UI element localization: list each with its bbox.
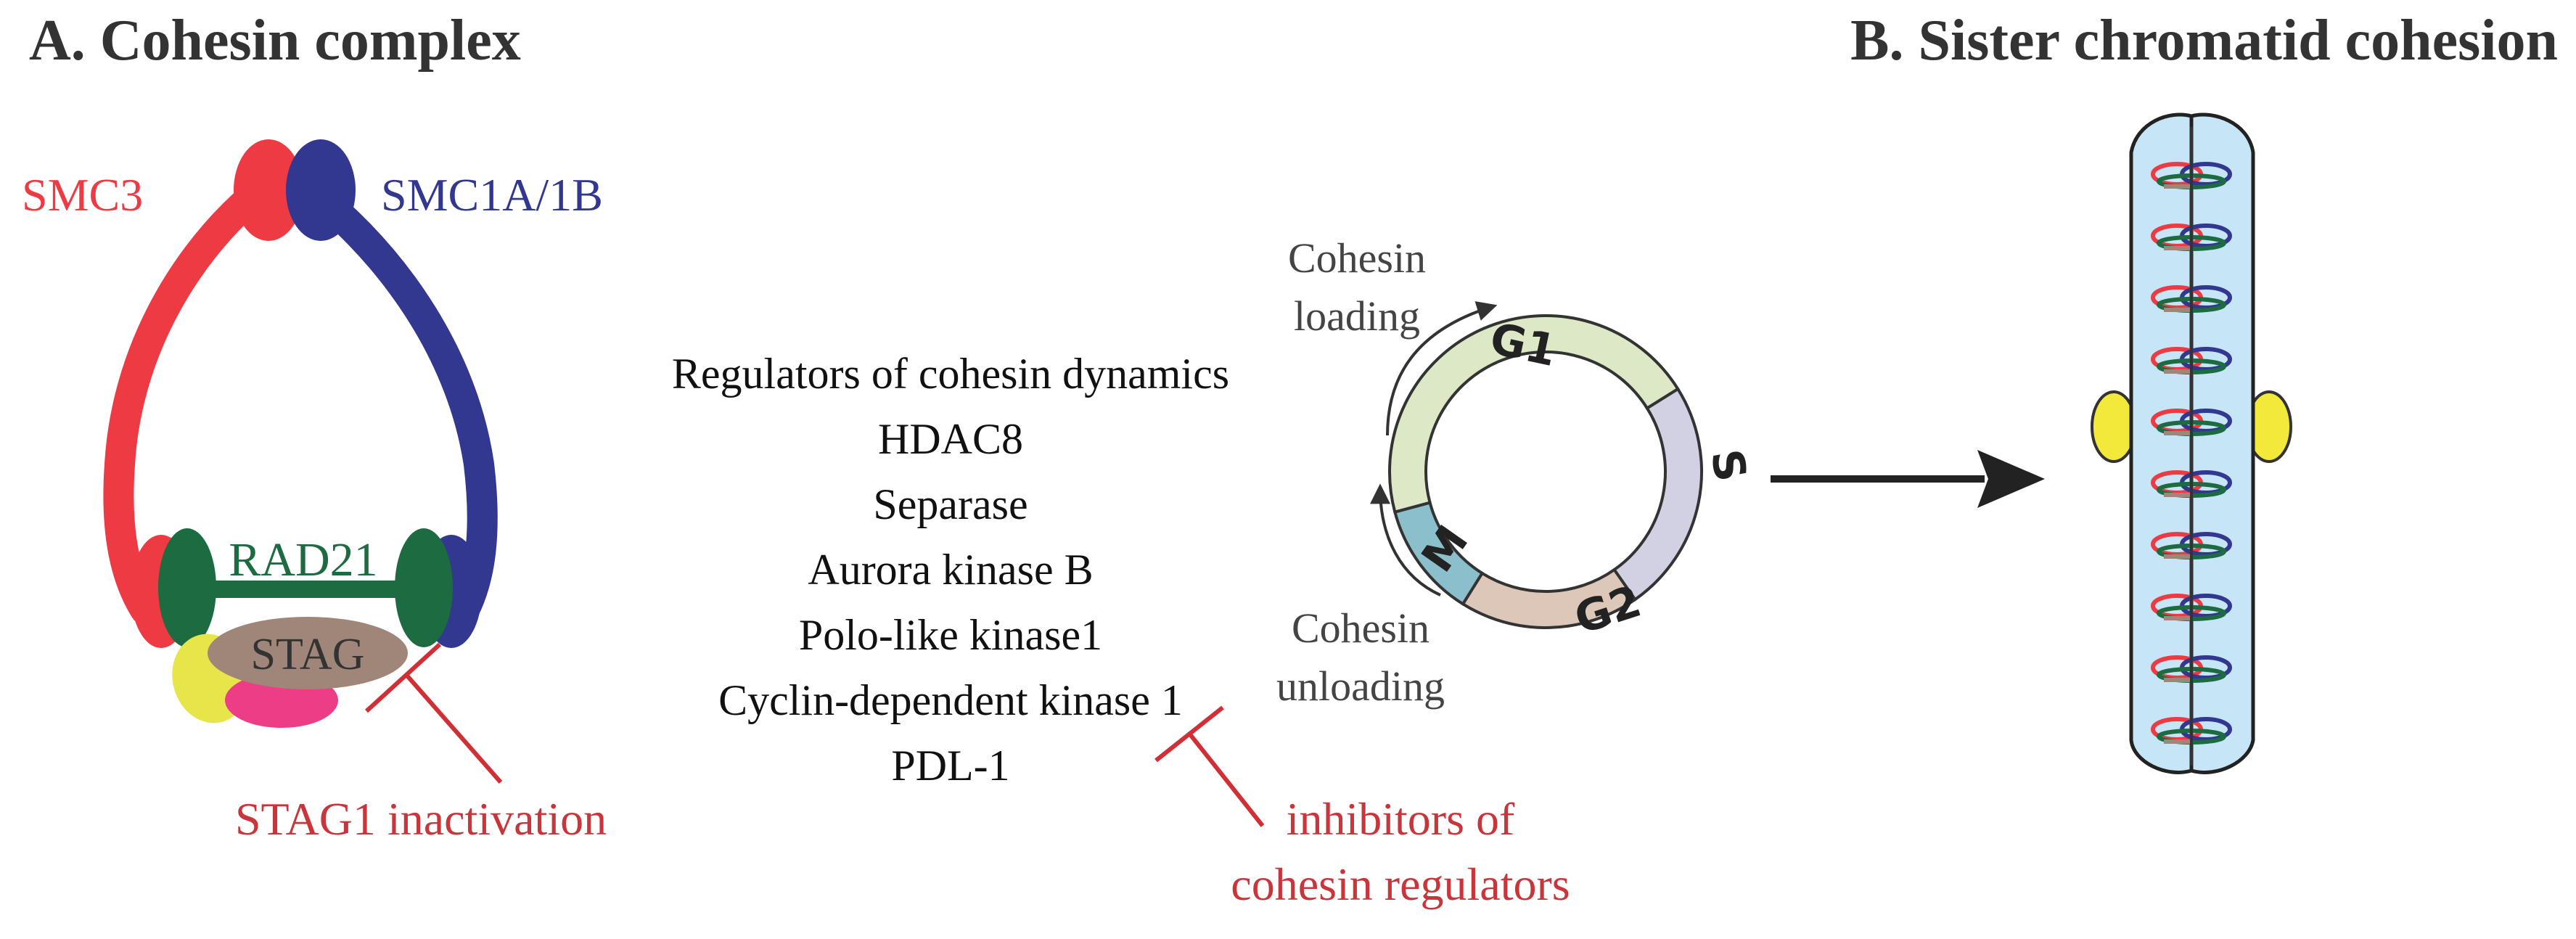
- stag1-inactivation-label: STAG1 inactivation: [235, 793, 607, 845]
- regulators-heading: Regulators of cohesin dynamics: [672, 350, 1229, 398]
- regulator-item: Polo-like kinase1: [799, 611, 1102, 659]
- cell-cycle-ring: G1 S G2 M: [1388, 313, 1756, 644]
- inhibitor-label-line1: inhibitors of: [1287, 793, 1515, 845]
- regulator-item: Cyclin-dependent kinase 1: [718, 676, 1183, 724]
- stag-subunit: [208, 617, 408, 689]
- rad21-label: RAD21: [229, 533, 377, 586]
- smc3-label: SMC3: [22, 169, 143, 221]
- regulator-item: Separase: [873, 480, 1027, 528]
- unloading-label-line1: Cohesin: [1292, 604, 1429, 652]
- unloading-label-line2: unloading: [1276, 663, 1445, 710]
- chromosome-diagram: [2091, 112, 2292, 774]
- regulator-item: HDAC8: [878, 415, 1023, 463]
- regulators-list: Regulators of cohesin dynamics HDAC8 Sep…: [672, 350, 1229, 790]
- inhibitor-label-line2: cohesin regulators: [1231, 858, 1570, 910]
- cohesin-complex-diagram: [103, 139, 503, 784]
- panel-a-title: A. Cohesin complex: [29, 9, 521, 73]
- regulator-item: Aurora kinase B: [808, 546, 1093, 594]
- smc3-arm: [103, 170, 282, 625]
- cell-cycle-phase-m: [1392, 501, 1485, 607]
- panel-b-title: B. Sister chromatid cohesion: [1850, 9, 2558, 73]
- rad21-linker: [187, 581, 424, 598]
- loading-label-line1: Cohesin: [1288, 234, 1426, 282]
- loading-label-line2: loading: [1294, 292, 1420, 340]
- cohesin-ring: [2151, 409, 2232, 436]
- stag1-inhibition-bar: [364, 642, 442, 713]
- smc3-hinge: [234, 139, 303, 241]
- cell-cycle-phase-g1: [1388, 314, 1681, 514]
- smc1-hinge: [286, 139, 356, 241]
- inhibitor-line: [1188, 733, 1265, 827]
- transition-arrowhead: [1977, 450, 2045, 508]
- stag1-inhibition-line: [404, 673, 503, 784]
- smc1-label: SMC1A/1B: [381, 169, 603, 221]
- loading-arrow: [1386, 301, 1498, 436]
- regulator-item: PDL-1: [891, 742, 1009, 790]
- inhibitor-bar: [1154, 705, 1224, 763]
- kinetochore-left: [2091, 390, 2137, 463]
- unloading-arrow: [1370, 483, 1441, 596]
- phase-label-s: S: [1700, 446, 1755, 485]
- cell-cycle-phase-s: [1612, 387, 1703, 602]
- stag-label: STAG: [251, 630, 365, 679]
